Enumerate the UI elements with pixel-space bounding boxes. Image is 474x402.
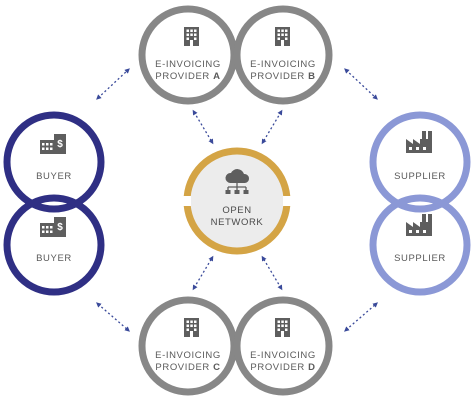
office-building-icon	[184, 318, 199, 337]
network-ring-gap-right	[283, 196, 293, 206]
network-ring	[183, 147, 291, 255]
bank-building-icon: $	[40, 134, 66, 154]
provider-d-line2-wrap: PROVIDER D	[238, 362, 328, 374]
supplier-top-ring	[369, 111, 471, 213]
provider-b-line1: E-INVOICING	[250, 59, 316, 70]
provider-a-ring	[138, 5, 238, 105]
arrow-buyer-provider-c	[96, 302, 130, 332]
office-building-icon	[275, 27, 290, 46]
svg-text:$: $	[57, 139, 63, 150]
provider-a-line2-wrap: PROVIDER A	[143, 71, 233, 83]
provider-a-letter: A	[213, 71, 221, 82]
provider-c-label: E-INVOICING PROVIDER C	[143, 350, 233, 374]
arrow-provider-c-network	[192, 255, 214, 291]
factory-icon	[406, 214, 432, 236]
provider-d-label: E-INVOICING PROVIDER D	[238, 350, 328, 374]
office-building-icon	[275, 318, 290, 337]
provider-d-line2: PROVIDER	[250, 362, 305, 373]
buyer-top-label: BUYER	[36, 171, 72, 182]
supplier-bottom-ring	[369, 194, 471, 296]
provider-b-letter: B	[308, 71, 316, 82]
network-ring-gap-left	[181, 196, 191, 206]
network-cloud-icon	[225, 169, 250, 194]
provider-a-line2: PROVIDER	[155, 71, 210, 82]
factory-icon	[406, 131, 432, 153]
provider-a-label: E-INVOICING PROVIDER A	[143, 59, 233, 83]
arrow-provider-a-network	[192, 109, 214, 145]
provider-c-line2: PROVIDER	[155, 362, 210, 373]
bank-building-icon: $	[40, 217, 66, 237]
provider-b-ring	[233, 5, 333, 105]
supplier-bottom-label: SUPPLIER	[394, 253, 446, 264]
network-line2: NETWORK	[210, 217, 264, 228]
arrow-provider-d-network	[261, 255, 283, 291]
provider-c-line2-wrap: PROVIDER C	[143, 362, 233, 374]
network-label: OPEN NETWORK	[197, 205, 277, 229]
buyer-bottom-label: BUYER	[36, 253, 72, 264]
provider-d-ring	[233, 296, 333, 396]
arrow-provider-b-supplier	[344, 68, 378, 100]
arrow-buyer-provider-a	[96, 68, 130, 100]
office-building-icon	[184, 27, 199, 46]
provider-d-letter: D	[308, 362, 316, 373]
provider-b-label: E-INVOICING PROVIDER B	[238, 59, 328, 83]
provider-d-line1: E-INVOICING	[250, 350, 316, 361]
provider-c-letter: C	[213, 362, 221, 373]
provider-c-line1: E-INVOICING	[155, 350, 221, 361]
arrow-provider-b-network	[261, 109, 283, 145]
buyer-top-ring	[3, 111, 105, 213]
provider-b-line2-wrap: PROVIDER B	[238, 71, 328, 83]
provider-b-line2: PROVIDER	[250, 71, 305, 82]
provider-c-ring	[138, 296, 238, 396]
supplier-top-label: SUPPLIER	[394, 171, 446, 182]
svg-text:$: $	[57, 222, 63, 233]
arrow-provider-d-supplier	[344, 302, 378, 332]
network-line1: OPEN	[222, 205, 252, 216]
buyer-bottom-ring	[3, 194, 105, 296]
provider-a-line1: E-INVOICING	[155, 59, 221, 70]
